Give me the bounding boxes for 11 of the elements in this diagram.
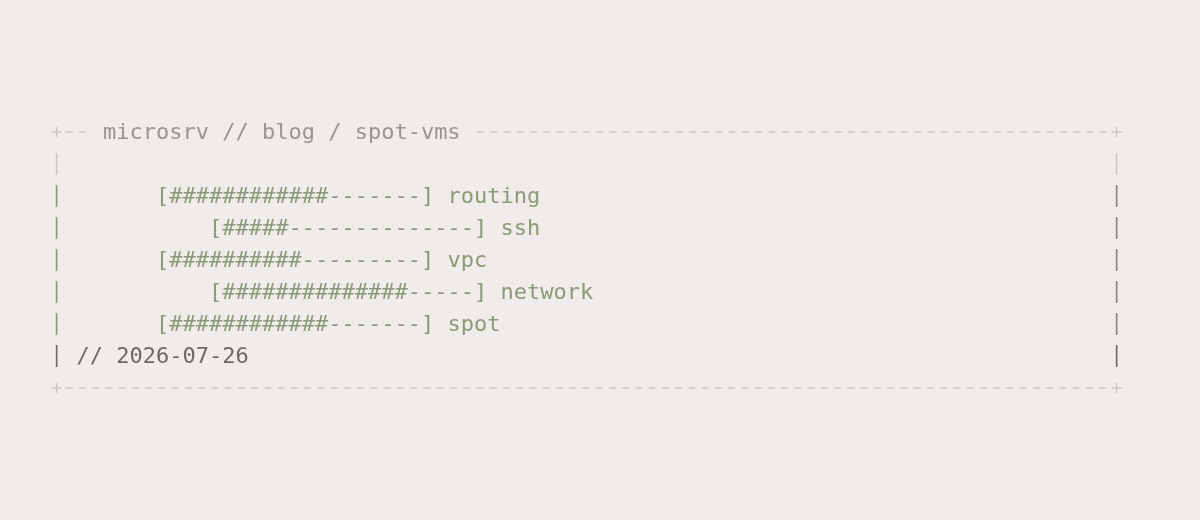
progress-bar-text: [############-------]: [156, 182, 435, 210]
progress-bar-text: [##########---------]: [156, 246, 435, 274]
tag-label: routing: [447, 182, 541, 210]
progress-bar-text: [############-------]: [156, 310, 435, 338]
tag-label: ssh: [500, 214, 541, 242]
progress-bar-text: [##############-----]: [209, 278, 488, 306]
tag-label: spot: [447, 310, 501, 338]
tag-label: vpc: [447, 246, 488, 274]
date-text: // 2026-07-26: [76, 342, 249, 370]
tag-label: network: [500, 278, 594, 306]
progress-bar-text: [#####--------------]: [209, 214, 488, 242]
